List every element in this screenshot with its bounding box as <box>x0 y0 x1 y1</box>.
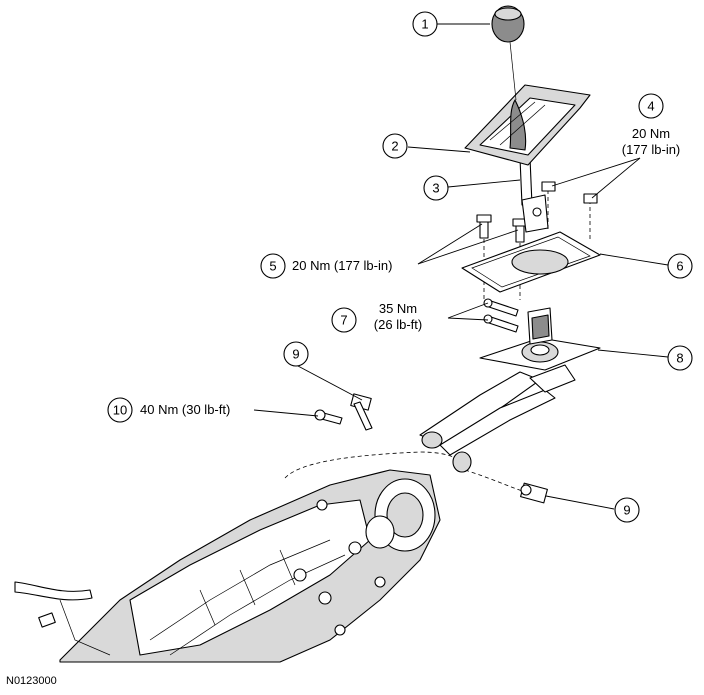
svg-text:5: 5 <box>269 259 276 274</box>
svg-text:3: 3 <box>432 181 439 196</box>
callout-2: 2 <box>382 133 408 159</box>
torque-spec-5: 20 Nm (177 lb-in) <box>292 258 392 273</box>
svg-text:2: 2 <box>391 139 398 154</box>
bolt-10 <box>314 409 343 425</box>
callout-4: 4 20 Nm (177 lb-in) <box>622 93 681 157</box>
callout-8: 8 <box>667 345 693 371</box>
routing-path-right <box>464 469 526 493</box>
svg-text:10: 10 <box>113 403 127 418</box>
shift-knob-1 <box>491 5 525 101</box>
shifter-mount-8 <box>479 307 601 371</box>
shift-linkage <box>419 364 576 473</box>
shift-lever-3 <box>519 157 549 233</box>
callout-9-upper: 9 <box>283 341 309 367</box>
pin-9-upper <box>350 393 373 431</box>
torque-spec-7-lbft: (26 lb-ft) <box>374 317 422 332</box>
bolts-7 <box>483 298 519 333</box>
callout-3: 3 <box>423 175 449 201</box>
svg-text:8: 8 <box>676 351 683 366</box>
svg-text:9: 9 <box>623 503 630 518</box>
clip-9-lower <box>520 482 548 504</box>
callout-9-lower: 9 <box>614 497 640 523</box>
callout-5: 5 20 Nm (177 lb-in) <box>260 253 392 279</box>
svg-text:1: 1 <box>421 17 428 32</box>
torque-spec-4-nm: 20 Nm <box>632 126 670 141</box>
nuts-4 <box>541 181 598 204</box>
svg-text:9: 9 <box>292 347 299 362</box>
callout-6: 6 <box>667 253 693 279</box>
figure-code: N0123000 <box>6 675 57 687</box>
svg-text:4: 4 <box>647 99 654 114</box>
callout-10: 10 40 Nm (30 lb-ft) <box>107 397 230 423</box>
torque-spec-4-lbin: (177 lb-in) <box>622 142 681 157</box>
svg-text:6: 6 <box>676 259 683 274</box>
shift-boot-2 <box>464 84 591 166</box>
torque-spec-7-nm: 35 Nm <box>379 301 417 316</box>
callout-1: 1 <box>412 11 438 37</box>
svg-text:7: 7 <box>340 313 347 328</box>
torque-spec-10: 40 Nm (30 lb-ft) <box>140 402 230 417</box>
bolts-5 <box>476 214 528 243</box>
callout-7: 7 35 Nm (26 lb-ft) <box>331 301 422 333</box>
routing-path <box>284 451 461 479</box>
transmission-housing <box>14 469 441 663</box>
gasket-6 <box>461 231 601 293</box>
